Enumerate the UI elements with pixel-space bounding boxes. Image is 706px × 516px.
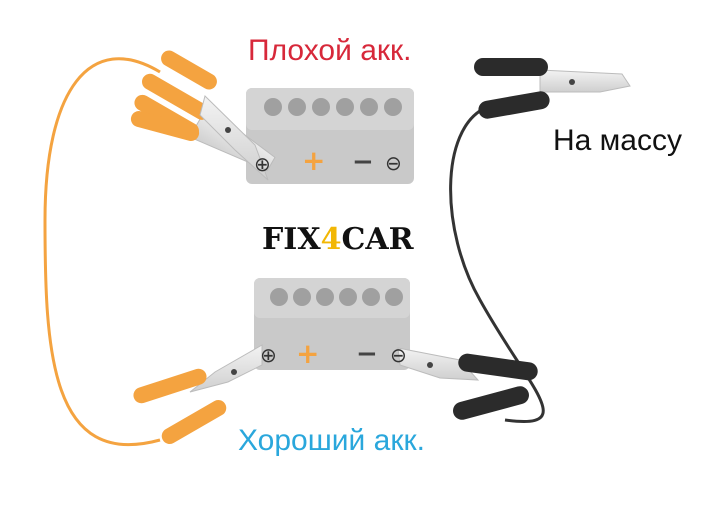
clamp-positive-icon: [133, 344, 263, 444]
ground-label: На массу: [553, 124, 682, 157]
good-battery-plus-terminal: ⊕: [260, 343, 277, 367]
bad-battery-plus-terminal: ⊕: [254, 152, 271, 176]
good-battery-label: Хороший акк.: [238, 424, 425, 457]
clamp-negative-icon: [397, 347, 538, 420]
clamp-negative-icon: [474, 58, 631, 119]
clamp-positive-icon: [130, 50, 269, 181]
good-battery-minus-terminal: ⊖: [390, 343, 407, 367]
good-battery-plus-sign: +: [296, 337, 319, 370]
logo-part-fix: FIX: [262, 222, 321, 257]
bad-battery-label: Плохой акк.: [248, 34, 412, 67]
logo-part-4: 4: [320, 222, 342, 257]
bad-battery-minus-sign: −: [352, 147, 374, 177]
logo-part-car: CAR: [341, 222, 414, 257]
fix4car-logo: FIX4CAR: [262, 222, 414, 257]
bad-battery-minus-terminal: ⊖: [385, 151, 402, 175]
good-battery-icon: + −: [254, 278, 410, 370]
positive-cable: [43, 57, 161, 447]
negative-cable: [449, 106, 545, 423]
bad-battery-icon: + − ⊖: [246, 88, 414, 184]
good-battery-minus-sign: −: [356, 339, 378, 369]
bad-battery-plus-sign: +: [302, 144, 325, 177]
